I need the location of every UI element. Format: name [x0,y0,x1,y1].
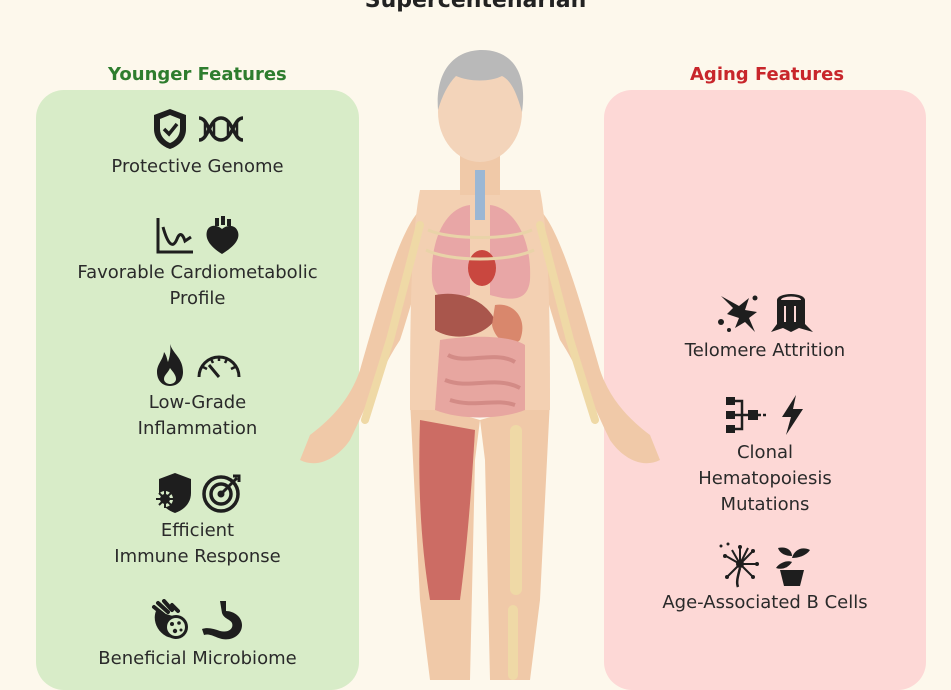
feature-label: Clonal Hematopoiesis Mutations [698,442,832,515]
target-icon [201,474,240,513]
left-lung [431,205,470,299]
heart [468,250,496,286]
shield-check-icon [153,109,186,149]
human-anatomy-figure [300,50,660,680]
tree-stump-icon [771,294,813,332]
feature-cardiometabolic: Favorable Cardiometabolic Profile [36,212,359,312]
feature-label: Efficient Immune Response [114,520,281,567]
head [438,62,522,162]
trachea [475,170,485,220]
thigh-muscle [419,420,475,600]
broken-chromosome-icon [718,295,758,332]
dna-icon [198,116,243,142]
stomach-icon [201,601,242,640]
feature-telomere-attrition: Telomere Attrition [604,290,926,364]
feature-low-grade-inflammation: Low-Grade Inflammation [36,342,359,442]
wilted-plant-icon [776,547,810,586]
left-arm [300,210,430,464]
feature-label: Favorable Cardiometabolic Profile [77,262,318,309]
aging-features-heading: Aging Features [690,64,845,85]
feature-immune-response: Efficient Immune Response [36,470,359,570]
hair [437,50,524,112]
hierarchy-icon [726,397,768,433]
gauge-icon [197,355,240,378]
feature-age-associated-b-cells: Age-Associated B Cells [604,542,926,616]
feature-microbiome: Beneficial Microbiome [36,598,359,672]
dandelion-icon [719,542,759,588]
femur-bone [510,425,522,595]
feature-label: Protective Genome [111,156,284,177]
page-title: Supercentenarian [364,0,587,13]
aging-features-panel: Telomere Attrition Clonal Hematopoiesis … [604,90,926,690]
virus-shield-icon [155,473,191,513]
feature-clonal-hematopoiesis: Clonal Hematopoiesis Mutations [604,392,926,518]
feature-label: Beneficial Microbiome [98,648,297,669]
line-graph-icon [156,218,193,254]
feature-protective-genome: Protective Genome [36,106,359,180]
feature-label: Telomere Attrition [684,340,846,361]
heart-organ-icon [206,216,238,254]
younger-features-panel: Protective Genome Favorable Cardiometabo… [36,90,359,690]
younger-features-heading: Younger Features [108,64,287,85]
feature-label: Low-Grade Inflammation [137,392,258,439]
right-arm [530,210,660,464]
lightning-icon [782,395,803,435]
feature-label: Age-Associated B Cells [662,592,868,613]
liver [435,293,495,337]
stomach [492,304,523,345]
flame-icon [156,344,183,386]
bacteria-hand-icon [151,599,188,639]
tibia-bone [508,605,518,680]
right-lung [490,205,531,299]
